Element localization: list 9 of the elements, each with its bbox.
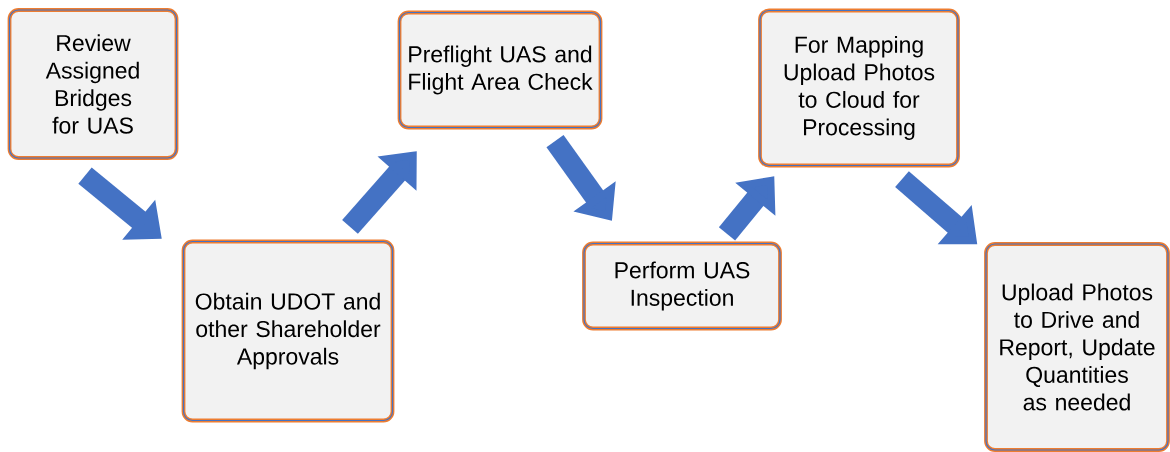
process-box: Preflight UAS and Flight Area Check bbox=[397, 10, 603, 130]
process-box: Upload Photos to Drive and Report, Update Quantities as needed bbox=[984, 242, 1170, 452]
block-arrow bbox=[718, 176, 776, 241]
process-box: Perform UAS Inspection bbox=[582, 241, 782, 331]
process-box: Obtain UDOT and other Shareholder Approvals bbox=[181, 239, 395, 423]
process-box: Review Assigned Bridges for UAS bbox=[7, 8, 179, 160]
block-arrow bbox=[342, 151, 417, 234]
process-box: For Mapping Upload Photos to Cloud for Processing bbox=[758, 8, 960, 168]
block-arrow bbox=[78, 167, 162, 240]
